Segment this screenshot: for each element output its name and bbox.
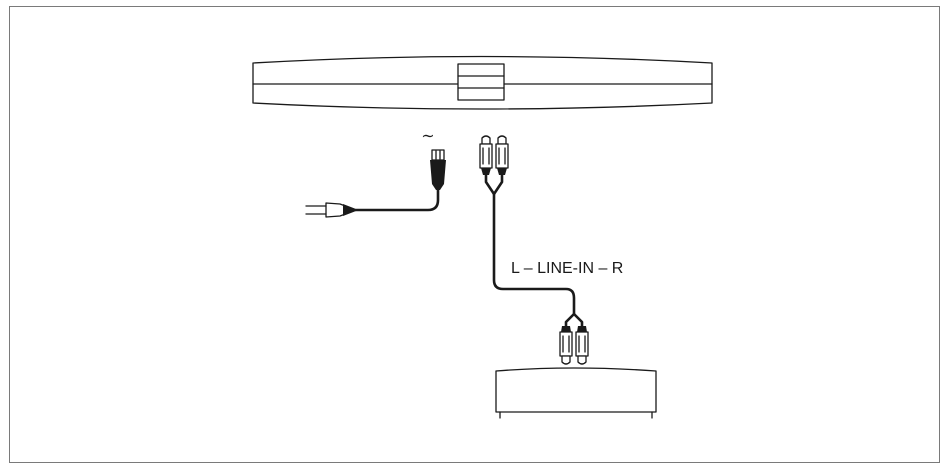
wall-plug-pins (305, 205, 327, 215)
wall-plug-body (325, 202, 357, 218)
rca-plug-right-bottom (575, 326, 589, 365)
speaker-bar (252, 55, 713, 110)
power-connector-head (431, 149, 445, 161)
ac-power-symbol: ∼ (421, 128, 434, 145)
rca-plug-right-top (495, 135, 509, 175)
rca-plug-left-bottom (559, 326, 573, 365)
power-connector-body (430, 160, 446, 190)
power-cord (305, 149, 446, 218)
rca-cable (484, 173, 584, 328)
source-device (495, 367, 657, 419)
speaker-center-panel (457, 63, 505, 101)
rca-plug-left-top (479, 135, 493, 175)
line-in-label: L – LINE-IN – R (511, 260, 623, 277)
diagram-frame (9, 6, 940, 463)
